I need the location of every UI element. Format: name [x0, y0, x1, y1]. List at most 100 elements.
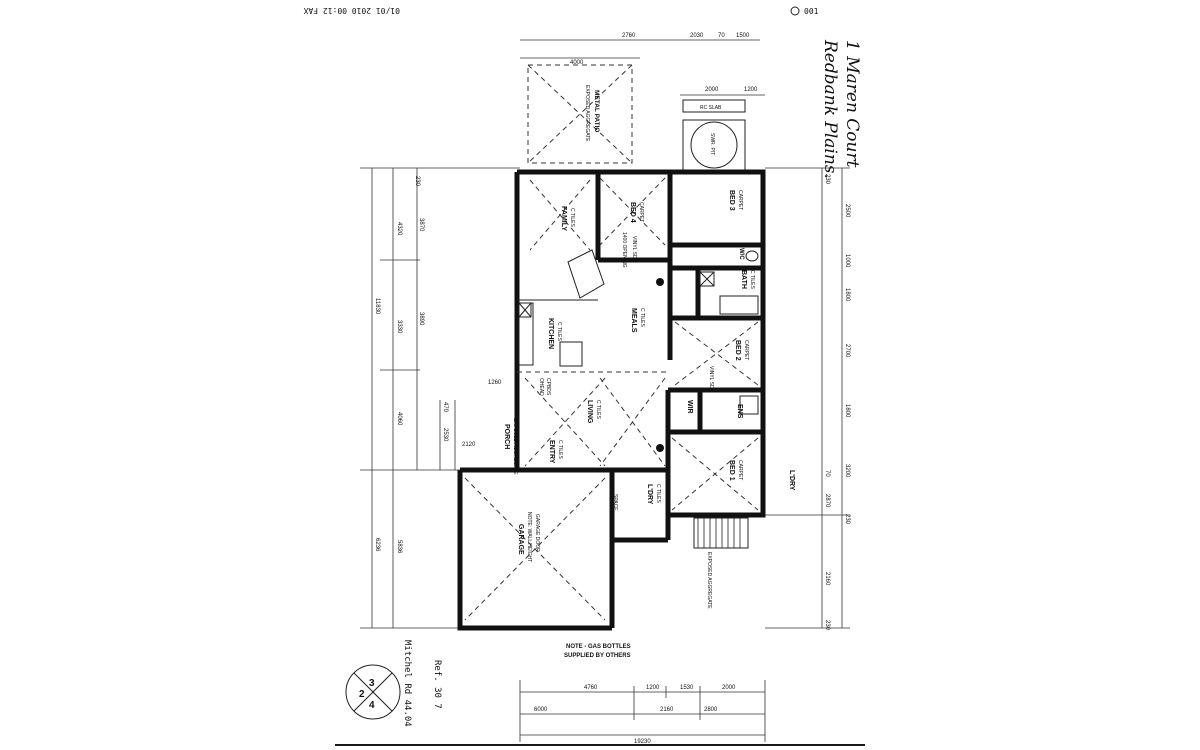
gas-note-line2: SUPPLIED BY OTHERS [564, 653, 631, 659]
room-garage-name: GARAGE [517, 524, 524, 555]
room-garage: GARAGE NOTE: WALL HEIGHT GARAGE DOOR [517, 512, 540, 562]
top-dimensions: 2760 2030 70 1500 4000 2000 1200 [520, 33, 765, 96]
room-family: FAMILY C TILES [560, 206, 575, 231]
bottom-dimensions: 4760 1200 1530 2000 6000 2160 2800 19230 [519, 680, 766, 745]
house-walls [457, 169, 766, 631]
dim-right-12: 230 [824, 620, 830, 631]
handwritten-line-2: Redbank Plains. [820, 39, 840, 179]
room-family-floor: C TILES [569, 208, 575, 227]
room-living-name: LIVING [586, 400, 593, 424]
dim-bottom-5: 6000 [534, 707, 548, 713]
room-ldry-outside: L'DRY [788, 470, 795, 491]
cpbds-label-text: CPBDS [545, 378, 551, 396]
dim-top-1: 2760 [622, 33, 636, 39]
corner-stamp: 3 2 4 [345, 664, 401, 720]
stamp-q3: 4 [369, 700, 375, 711]
dim-left-11: 2530 [442, 428, 448, 442]
dim-right-9: 2870 [824, 494, 830, 508]
dim-left-10: 470 [442, 402, 448, 413]
room-bed2-door: VINYL SD [708, 366, 714, 389]
room-meals-floor: C TILES [639, 308, 645, 327]
dim-left-2: 4320 [396, 222, 402, 236]
dim-left-3: 3870 [418, 218, 424, 232]
room-bed4: BED 4 CARPET 1400 OPENING VINYL SD [621, 202, 644, 268]
dim-bottom-7: 2800 [704, 707, 718, 713]
room-bath: BATH C TILES [740, 270, 755, 289]
room-bed1: BED 1 CARPET [728, 460, 743, 481]
room-bed2-floor: CARPET [743, 340, 749, 360]
dim-right-3: 1000 [844, 254, 850, 268]
dim-left-5: 3890 [418, 312, 424, 326]
room-entry-name: ENTRY [548, 440, 555, 464]
ceiling-lines [464, 177, 759, 621]
bathroom-fixtures [656, 250, 759, 452]
head-label-text: OHEAD [538, 378, 544, 396]
room-bed3-floor: CARPET [737, 190, 743, 210]
room-kitchen: KITCHEN C TILES [547, 318, 562, 349]
dim-bottom-6: 2160 [660, 707, 674, 713]
patio-label: METAL PATIO [593, 90, 600, 133]
room-ens-name: ENS [736, 404, 743, 419]
room-bed1-name: BED 1 [728, 460, 735, 481]
room-wc: W/C [738, 248, 744, 260]
room-porch-floor: EXPOSED AGGREGATE [512, 418, 518, 475]
fax-timestamp: 01/01 2010 00:12 FAX [303, 6, 400, 15]
room-ens: ENS [736, 404, 743, 419]
head-label: OHEAD CPBDS [538, 378, 551, 396]
room-bed4-opening: 1400 OPENING [621, 232, 627, 268]
space-label: SPACE [612, 494, 618, 511]
landing-floor: EXPOSED AGGREGATE [706, 552, 712, 609]
room-porch-name: PORCH [503, 424, 510, 449]
left-dimensions: 230 4320 3870 3330 3890 11830 4060 6236 … [360, 167, 520, 629]
room-bath-floor: C TILES [749, 270, 755, 289]
rainwater-tank: RC SLAB SWR. PIT [682, 99, 746, 171]
room-garage-note2: GARAGE DOOR [534, 514, 540, 552]
right-dimensions: 230 2500 1000 1800 2700 1800 3200 70 287… [765, 167, 850, 631]
handwritten-line-1: 1 Maren Court [842, 40, 862, 168]
dim-left-4: 3330 [396, 320, 402, 334]
fax-page-icon [790, 6, 800, 16]
dim-left-7: 4060 [396, 412, 402, 426]
room-wir-name: WIR [686, 400, 693, 414]
room-bed4-door: VINYL SD [631, 236, 637, 259]
dim-top-3: 70 [718, 33, 725, 39]
dim-bottom-4: 2000 [722, 685, 736, 691]
room-ldry-outside-name: L'DRY [788, 470, 795, 491]
kitchen-bench [518, 249, 605, 367]
room-entry-floor: C TILES [557, 440, 563, 459]
dim-right-11: 2160 [824, 572, 830, 586]
dim-top-5: 4000 [570, 60, 584, 66]
room-bed2: BED 2 CARPET VINYL SD [708, 340, 749, 389]
dim-top-6: 2000 [705, 87, 719, 93]
stamp-q2: 2 [359, 689, 365, 700]
room-bath-name: BATH [740, 270, 747, 289]
patio-floor: EXPOSED AGGREGATE [584, 85, 590, 142]
room-meals-name: MEALS [630, 308, 637, 333]
dim-bottom-2: 1200 [646, 685, 660, 691]
room-ldry-name: L'DRY [646, 484, 653, 505]
dim-bottom-1: 4760 [584, 685, 598, 691]
dim-right-6: 1800 [844, 404, 850, 418]
dim-right-10: 230 [844, 514, 850, 525]
stamp-q1: 3 [369, 678, 375, 689]
room-meals: MEALS C TILES [630, 308, 645, 333]
metal-patio: METAL PATIO EXPOSED AGGREGATE [527, 64, 633, 164]
room-wir: WIR [686, 400, 693, 414]
handwritten-address: 1 Maren Court Redbank Plains. [820, 39, 862, 179]
dim-left-9: 5836 [396, 540, 402, 554]
dim-right-7: 3200 [844, 464, 850, 478]
room-bed1-floor: CARPET [737, 460, 743, 480]
room-bed2-name: BED 2 [734, 340, 741, 361]
room-wc-name: W/C [738, 248, 744, 260]
laundry-landing: EXPOSED AGGREGATE [693, 517, 749, 609]
room-porch: PORCH EXPOSED AGGREGATE [503, 418, 518, 475]
dim-right-8: 70 [824, 470, 830, 477]
gas-note-line1: NOTE - GAS BOTTLES [566, 644, 631, 650]
space-label-text: SPACE [612, 494, 618, 511]
room-bed3-name: BED 3 [728, 190, 735, 211]
dim-right-4: 1800 [844, 288, 850, 302]
room-family-name: FAMILY [560, 206, 567, 231]
dim-left-12: 2120 [462, 442, 476, 448]
room-living: LIVING C TILES [586, 400, 601, 424]
